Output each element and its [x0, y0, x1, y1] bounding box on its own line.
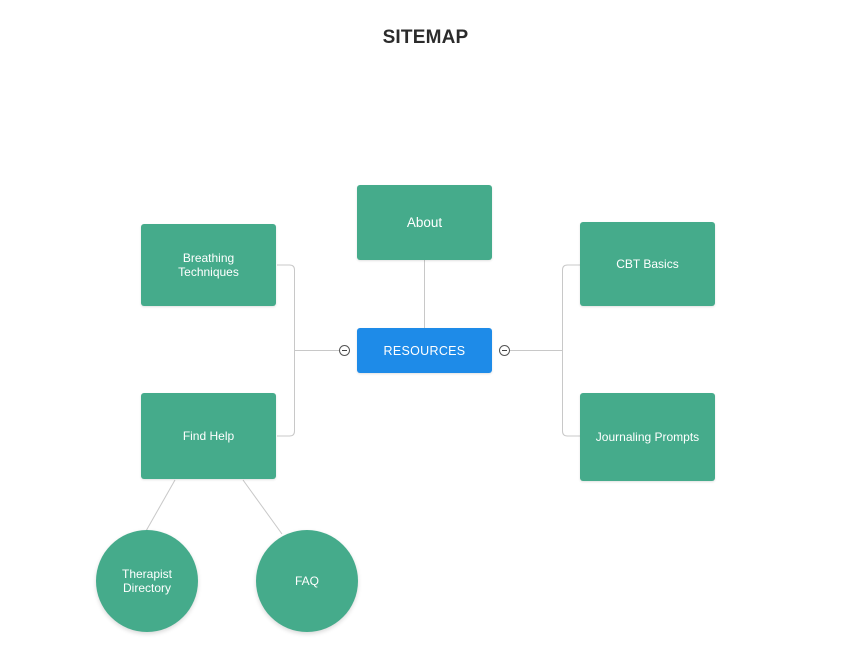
node-journaling-label: Journaling Prompts [595, 430, 700, 444]
connector-therapist [145, 479, 176, 532]
page-title: SITEMAP [382, 27, 469, 48]
node-breathing-techniques[interactable]: Breathing Techniques [141, 224, 276, 306]
node-faq-label: FAQ [294, 574, 319, 588]
connector-find-help [277, 350, 295, 437]
connector-breathing [277, 264, 295, 350]
node-resources-root[interactable]: RESOURCES [357, 328, 492, 373]
collapse-right-icon[interactable] [499, 345, 510, 356]
node-breathing-label: Breathing Techniques [178, 251, 239, 279]
node-find-help[interactable]: Find Help [141, 393, 276, 479]
node-therapist-directory[interactable]: Therapist Directory [96, 530, 198, 632]
node-therapist-label: Therapist Directory [121, 567, 173, 595]
connector-cbt [562, 264, 580, 350]
node-journaling-prompts[interactable]: Journaling Prompts [580, 393, 715, 481]
node-resources-label: RESOURCES [383, 343, 466, 358]
node-find-help-label: Find Help [182, 429, 235, 443]
connector-journaling [562, 350, 580, 437]
node-cbt-label: CBT Basics [616, 257, 679, 271]
node-cbt-basics[interactable]: CBT Basics [580, 222, 715, 306]
connector-faq [242, 479, 283, 535]
collapse-left-icon[interactable] [339, 345, 350, 356]
node-about[interactable]: About [357, 185, 492, 260]
node-about-label: About [406, 214, 443, 230]
node-faq[interactable]: FAQ [256, 530, 358, 632]
